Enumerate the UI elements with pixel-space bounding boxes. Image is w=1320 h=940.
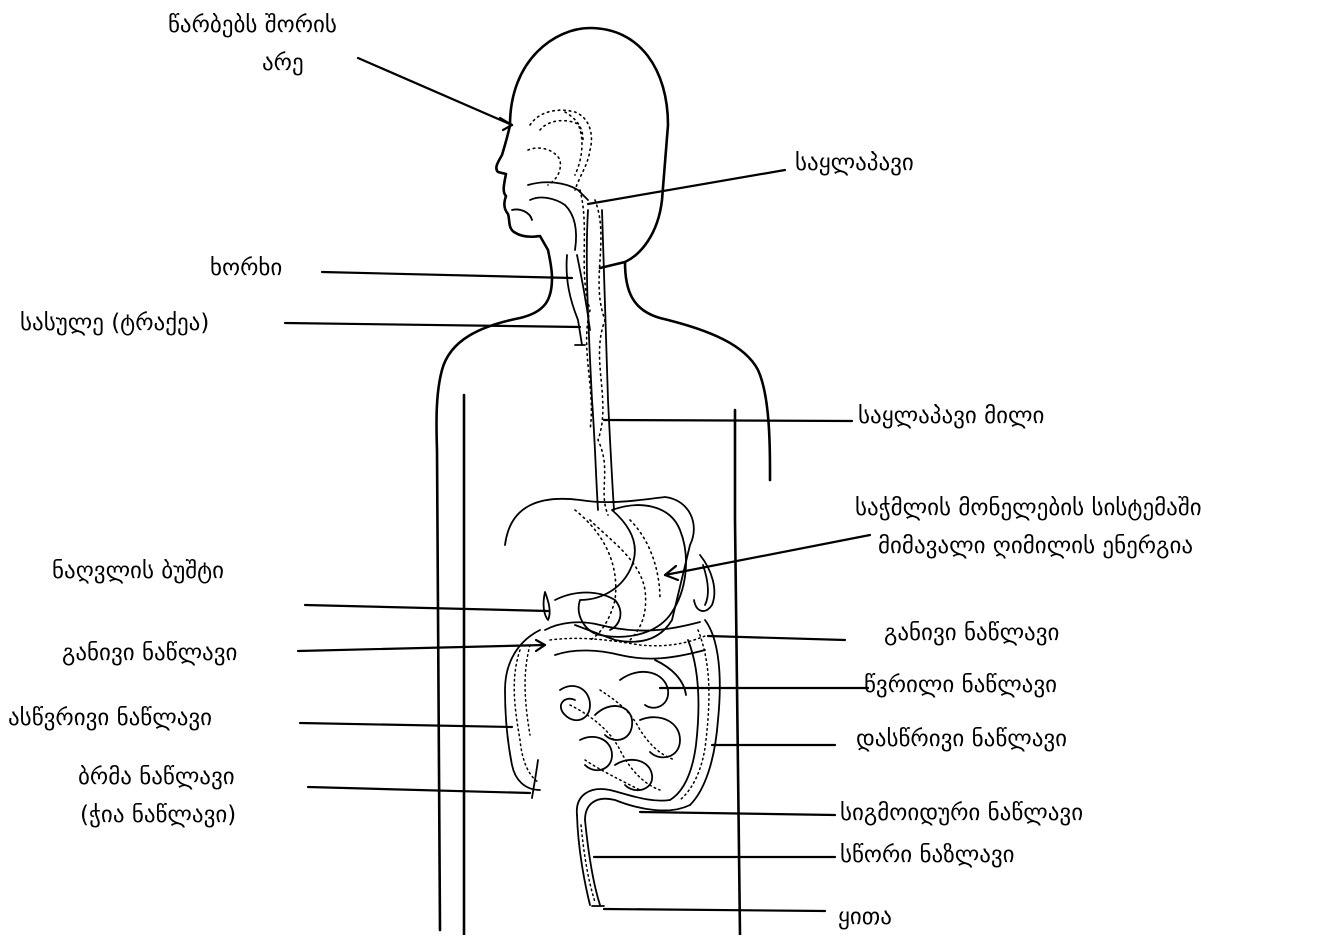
label-energy-line1: საჭმლის მონელების სისტემაში	[855, 495, 1202, 521]
label-brow-line2: არე	[262, 50, 304, 76]
leader-brow	[358, 58, 512, 125]
leader-lines	[285, 58, 870, 911]
label-small-intestine: წვრილი ნაწლავი	[864, 672, 1057, 698]
label-esophagus: საყლაპავი მილი	[858, 403, 1044, 429]
label-transverse-colon-right: განივი ნაწლავი	[884, 620, 1059, 646]
spleen	[694, 555, 714, 611]
sigmoid-colon	[585, 799, 690, 820]
leader-cecum	[308, 787, 530, 793]
leader-transverse-right	[708, 636, 845, 640]
leader-gallbladder	[305, 605, 548, 611]
label-sigmoid-colon: სიგმოიდური ნაწლავი	[840, 800, 1083, 826]
label-anus: ყითა	[838, 904, 892, 930]
leader-pharynx	[588, 170, 785, 204]
head-outline	[496, 28, 668, 278]
label-energy-line2: მიმავალი ღიმილის ენერგია	[878, 533, 1193, 559]
rectum	[577, 815, 600, 905]
label-larynx: ხორხი	[210, 255, 282, 281]
head-internal-structures	[512, 110, 591, 250]
leader-anus	[604, 909, 825, 911]
leader-sigmoid	[640, 812, 835, 815]
torso-outline-right	[625, 262, 770, 480]
leader-transverse-left	[298, 645, 545, 651]
leader-energy	[665, 535, 870, 575]
upper-abdomen-organs	[505, 497, 714, 642]
intestines	[505, 620, 720, 906]
esophagus	[580, 190, 614, 515]
label-brow-line1: წარბებს შორის	[168, 12, 337, 38]
cecum-appendix	[532, 760, 538, 798]
torso-outline	[437, 278, 552, 930]
transverse-colon	[545, 622, 700, 631]
small-intestine	[560, 660, 686, 790]
leader-trachea	[285, 323, 580, 327]
label-descending-colon: დასწრივი ნაწლავი	[856, 726, 1067, 752]
descending-colon	[690, 620, 720, 805]
gallbladder	[544, 592, 550, 620]
label-cecum-line1: ბრმა ნაწლავი	[78, 764, 235, 790]
label-gallbladder: ნაღვლის ბუშტი	[52, 558, 224, 584]
label-trachea: სასულე (ტრაქეა)	[20, 310, 209, 336]
leader-ascending	[300, 723, 512, 727]
label-pharynx: საყლაპავი	[795, 150, 914, 176]
leader-larynx	[322, 272, 572, 278]
ascending-colon-outer	[505, 630, 540, 790]
leader-esophagus	[604, 420, 852, 421]
label-transverse-colon-left: განივი ნაწლავი	[62, 640, 237, 666]
label-ascending-colon: ასწვრივი ნაწლავი	[8, 705, 212, 731]
label-cecum-line2: (ჭია ნაწლავი)	[80, 802, 236, 828]
label-rectum: სწორი ნაზლავი	[840, 842, 1015, 868]
